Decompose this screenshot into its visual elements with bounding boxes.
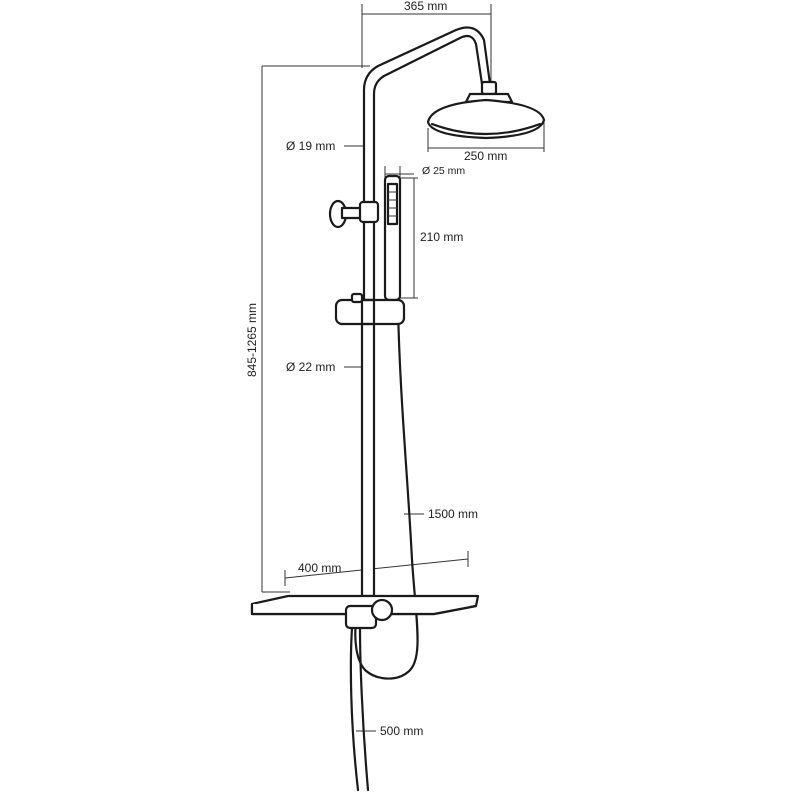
hand-shower <box>383 174 402 302</box>
thermostat-shelf <box>250 594 480 630</box>
holder-body <box>334 298 406 326</box>
label-total-height: 845-1265 mm <box>245 303 259 377</box>
label-upper-pipe-diameter: Ø 19 mm <box>286 139 335 153</box>
holder-knob <box>350 292 364 304</box>
dimension-labels: 365 mm 250 mm Ø 19 mm Ø 25 mm 210 mm 845… <box>245 0 507 738</box>
dim-400-line <box>284 558 469 579</box>
mixer-knob <box>370 598 394 622</box>
bracket-clamp <box>358 200 380 224</box>
label-hand-shower-length: 210 mm <box>420 230 463 244</box>
shower-hose <box>354 306 419 680</box>
sliding-holder <box>334 292 406 326</box>
label-arm-reach: 365 mm <box>404 0 447 13</box>
rain-shower-head <box>426 80 546 140</box>
label-hose-length: 1500 mm <box>428 507 478 521</box>
label-inlet-hose-length: 500 mm <box>380 724 423 738</box>
label-lower-pipe-diameter: Ø 22 mm <box>286 360 335 374</box>
holder-rail-sleeve <box>360 298 376 326</box>
lower-pipe <box>360 298 376 598</box>
label-head-diameter: 250 mm <box>464 149 507 163</box>
head-connector <box>480 80 498 96</box>
hand-shower-nozzles <box>386 182 399 226</box>
label-hand-shower-diameter: Ø 25 mm <box>422 165 465 177</box>
inlet-hose-edge <box>358 626 370 792</box>
head-disc <box>426 98 546 140</box>
wall-bracket <box>328 199 380 229</box>
dimension-lines <box>261 4 545 732</box>
upper-pipe-arm <box>362 26 492 302</box>
inlet-hose <box>349 626 360 792</box>
label-shelf-width: 400 mm <box>298 561 341 575</box>
head-disc-bottom <box>430 122 542 136</box>
